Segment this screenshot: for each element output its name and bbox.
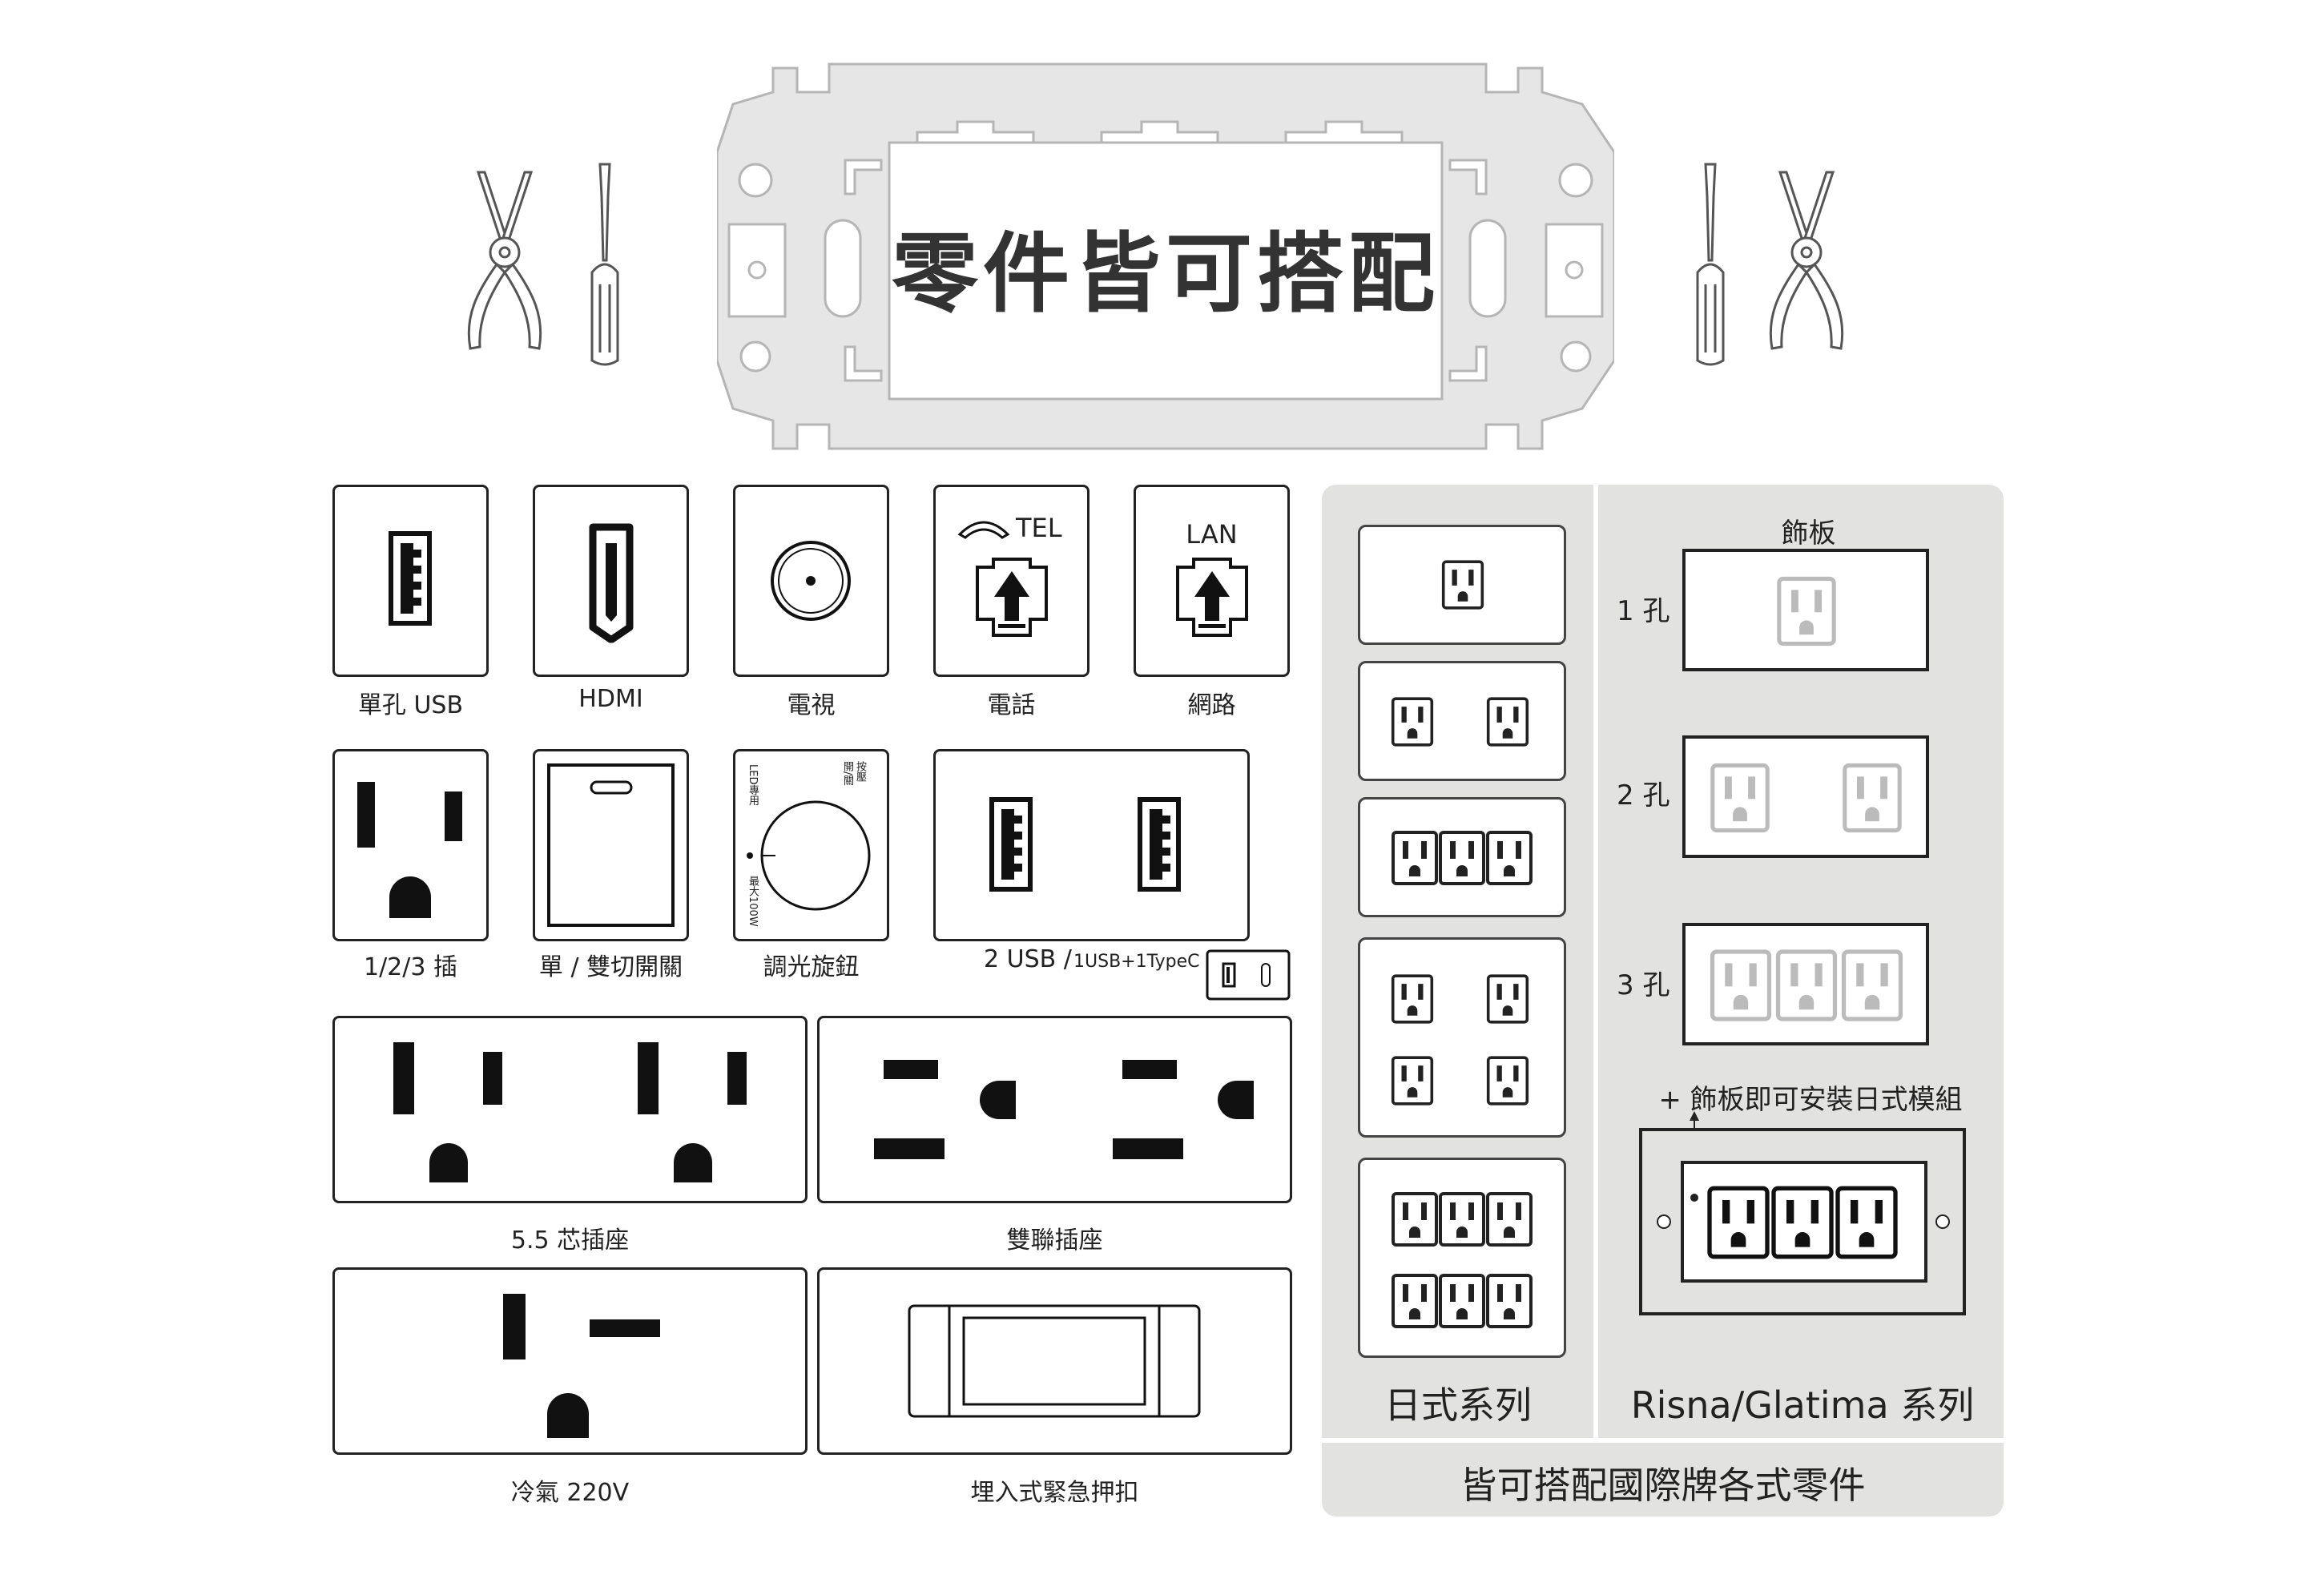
ac220-tile bbox=[332, 1267, 808, 1455]
faded-outlet-icon bbox=[1839, 949, 1905, 1022]
label-dimmer: 調光旋鈕 bbox=[763, 953, 860, 981]
row-label-3: 3 孔 bbox=[1617, 969, 1670, 1001]
usb-icon bbox=[389, 531, 432, 626]
phone-tile: TEL bbox=[933, 485, 1090, 677]
module-note: + 飾板即可安裝日式模組 bbox=[1658, 1084, 1963, 1116]
jp-outlet-icon bbox=[1486, 693, 1529, 751]
jp-outlet-icon bbox=[1391, 970, 1434, 1028]
faded-outlet-icon bbox=[1710, 759, 1770, 836]
pliers-icon bbox=[1769, 171, 1844, 350]
hdmi-icon bbox=[589, 523, 634, 643]
jp-plate-3 bbox=[1358, 797, 1566, 917]
faded-outlet-icon bbox=[1776, 573, 1837, 650]
jp-outlet-icon bbox=[1485, 1190, 1533, 1248]
label-ac220: 冷氣 220V bbox=[510, 1479, 630, 1507]
row-label-2: 2 孔 bbox=[1617, 779, 1670, 812]
outlet-tile bbox=[332, 749, 489, 941]
outlet55-tile bbox=[332, 1016, 808, 1203]
jp-outlet-icon bbox=[1391, 1272, 1439, 1330]
risna-series-label: Risna/Glatima 系列 bbox=[1630, 1384, 1975, 1427]
emergency-tile bbox=[817, 1267, 1292, 1455]
jp-outlet-icon bbox=[1486, 970, 1529, 1028]
phone-tag: TEL bbox=[1016, 513, 1062, 543]
faded-outlet-icon bbox=[1774, 949, 1839, 1022]
risna-plate-1 bbox=[1682, 549, 1929, 671]
mounting-frame-graphic bbox=[717, 62, 1614, 450]
jp-outlet-icon bbox=[1441, 556, 1484, 614]
label-switch: 單 / 雙切開關 bbox=[538, 953, 683, 981]
plate-header: 飾板 bbox=[1781, 518, 1836, 550]
japan-series-label: 日式系列 bbox=[1384, 1384, 1532, 1427]
panel-footer: 皆可搭配國際牌各式零件 bbox=[1460, 1464, 1866, 1507]
label-usb-single: 單孔 USB bbox=[357, 691, 464, 719]
switch-icon bbox=[547, 763, 675, 927]
outlet55-icon bbox=[393, 1042, 747, 1182]
rj-jack-icon bbox=[1176, 558, 1248, 637]
label-phone: 電話 bbox=[987, 691, 1036, 719]
hdmi-tile bbox=[533, 485, 689, 677]
risna-plate-3 bbox=[1682, 923, 1929, 1045]
label-outlet55: 5.5 芯插座 bbox=[510, 1227, 630, 1255]
usb-dual-icon bbox=[989, 797, 1181, 892]
dimmer-knob-icon bbox=[747, 800, 871, 911]
jp-plate-4 bbox=[1358, 937, 1566, 1138]
duplex-tile bbox=[817, 1016, 1292, 1203]
pliers-icon bbox=[467, 171, 542, 350]
dimmer-led-text: LED專用 bbox=[747, 764, 759, 806]
emergency-button-icon bbox=[908, 1304, 1201, 1418]
duplex-icon bbox=[874, 1060, 1254, 1159]
label-network: 網路 bbox=[1187, 691, 1236, 719]
label-usb-dual: 2 USB / bbox=[984, 945, 1072, 973]
jp-outlet-icon bbox=[1485, 829, 1533, 887]
jp-outlet-icon bbox=[1391, 1052, 1434, 1110]
jp-plate-1 bbox=[1358, 525, 1566, 645]
dimmer-onoff-text-1: 按壓 bbox=[854, 761, 866, 782]
jp-outlet-icon bbox=[1438, 1190, 1486, 1248]
jp-plate-6 bbox=[1358, 1158, 1566, 1358]
label-outlet: 1/2/3 插 bbox=[363, 953, 457, 981]
faded-outlet-icon bbox=[1842, 759, 1903, 836]
coax-icon bbox=[771, 541, 851, 621]
row-label-1: 1 孔 bbox=[1617, 595, 1670, 627]
label-hdmi: HDMI bbox=[578, 685, 643, 713]
adapter-plate-graphic bbox=[1639, 1111, 1966, 1315]
phone-handset-icon bbox=[957, 521, 1010, 539]
label-tv: 電視 bbox=[787, 691, 836, 719]
rj-jack-icon bbox=[976, 558, 1048, 637]
page-title: 零件皆可搭配 bbox=[891, 224, 1440, 324]
ac220-icon bbox=[503, 1294, 660, 1438]
tv-tile bbox=[733, 485, 889, 677]
usb-typec-icon bbox=[1206, 949, 1291, 1001]
usb-single-tile bbox=[332, 485, 489, 677]
jp-outlet-icon bbox=[1438, 1272, 1486, 1330]
outlet-icon bbox=[357, 782, 462, 918]
screwdriver-icon bbox=[590, 163, 619, 366]
risna-plate-2 bbox=[1682, 735, 1929, 858]
jp-outlet-icon bbox=[1486, 1052, 1529, 1110]
dimmer-max-text: 最大100W bbox=[747, 876, 759, 927]
panel-divider-vertical bbox=[1593, 485, 1598, 1438]
switch-tile bbox=[533, 749, 689, 941]
jp-outlet-icon bbox=[1485, 1272, 1533, 1330]
network-tag: LAN bbox=[1186, 519, 1238, 550]
label-duplex: 雙聯插座 bbox=[1006, 1227, 1103, 1255]
jp-outlet-icon bbox=[1391, 693, 1434, 751]
screwdriver-icon bbox=[1696, 163, 1725, 366]
network-tile: LAN bbox=[1134, 485, 1290, 677]
jp-outlet-icon bbox=[1391, 829, 1439, 887]
usb-dual-tile bbox=[933, 749, 1250, 941]
dimmer-onoff-text-2: 開/關 bbox=[841, 761, 853, 786]
faded-outlet-icon bbox=[1708, 949, 1774, 1022]
jp-outlet-icon bbox=[1438, 829, 1486, 887]
label-emergency: 埋入式緊急押扣 bbox=[970, 1479, 1139, 1507]
panel-divider-horizontal bbox=[1322, 1438, 2004, 1443]
jp-outlet-icon bbox=[1391, 1190, 1439, 1248]
label-usb-dual-sub: 1USB+1TypeC bbox=[1073, 952, 1200, 972]
jp-plate-2 bbox=[1358, 661, 1566, 781]
dimmer-tile: LED專用 按壓 開/關 最大100W bbox=[733, 749, 889, 941]
